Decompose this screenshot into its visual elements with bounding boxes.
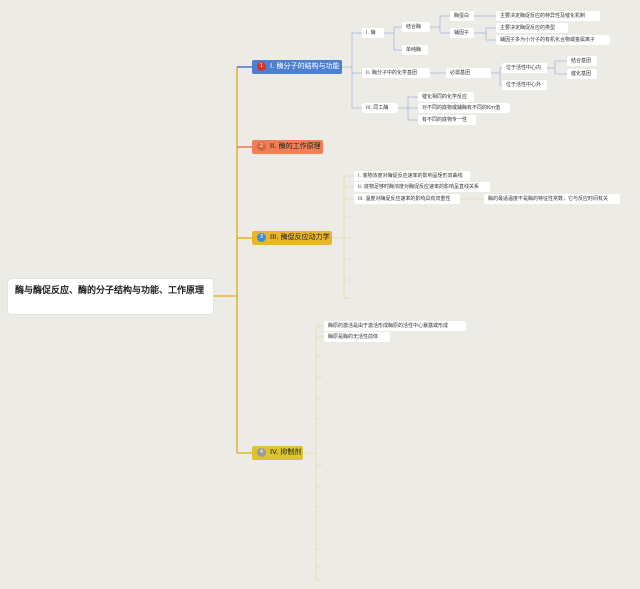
- topic-apoenzyme-note[interactable]: 主要决定酶促反应的特异性及催化机制: [496, 11, 600, 21]
- topic-apoenzyme[interactable]: 酶蛋白: [450, 11, 474, 21]
- topic-enzyme[interactable]: i. 酶: [362, 28, 384, 38]
- branch-label: I. 酶分子的结构与功能: [270, 62, 340, 70]
- topic-simple-enzyme[interactable]: 单纯酶: [402, 45, 428, 55]
- topic-kinetics-substrate[interactable]: i. 底物浓度对酶促反应速率的影响呈矩形双曲线: [354, 171, 470, 181]
- root-title: 酶与酶促反应、酶的分子结构与功能、工作原理: [15, 286, 205, 296]
- topic-outside-active-center[interactable]: 位于活性中心外: [502, 80, 547, 90]
- topic-essential-groups[interactable]: 必需基团: [446, 68, 491, 78]
- topic-cofactor-note-1[interactable]: 主要决定酶促反应的类型: [496, 23, 568, 33]
- topic-kinetics-temperature[interactable]: iii. 温度对酶促反应速率的影响具有双重性: [354, 194, 460, 204]
- topic-isozyme-point-3[interactable]: 有不同的底物专一性: [418, 115, 476, 125]
- branch-label: IV. 抑制剂: [270, 448, 302, 456]
- branch-label: III. 酶促反应动力学: [270, 233, 330, 241]
- topic-isozyme[interactable]: iii. 同工酶: [362, 103, 398, 113]
- topic-inside-active-center[interactable]: 位于活性中心内: [502, 63, 547, 73]
- topic-kinetics-enzyme-concentration[interactable]: ii. 底物足够时酶浓度对酶促反应速率的影响呈直线关系: [354, 182, 490, 192]
- branch-label: II. 酶的工作原理: [270, 142, 321, 150]
- topic-isozyme-point-2[interactable]: 对不同的底物或辅酶有不同的Km值: [418, 103, 510, 113]
- topic-zymogen-precursor[interactable]: 酶原是酶的无活性前体: [324, 332, 390, 342]
- topic-conjugated-enzyme[interactable]: 结合酶: [402, 22, 430, 32]
- branch-enzyme-structure[interactable]: 1 I. 酶分子的结构与功能: [252, 60, 342, 74]
- topic-kinetics-temperature-note[interactable]: 酶的最适温度不是酶的特征性常数，它与反应时间有关: [484, 194, 620, 204]
- topic-isozyme-point-1[interactable]: 催化相同的化学反应: [418, 92, 474, 102]
- topic-catalytic-group[interactable]: 催化基团: [567, 69, 597, 79]
- branch-inhibitors[interactable]: 4 IV. 抑制剂: [252, 446, 303, 460]
- branch-working-principle[interactable]: 2 II. 酶的工作原理: [252, 140, 323, 154]
- branch-number-badge: 4: [257, 448, 266, 457]
- branch-kinetics[interactable]: 3 III. 酶促反应动力学: [252, 231, 332, 245]
- topic-binding-group[interactable]: 结合基团: [567, 56, 597, 66]
- topic-cofactor-note-2[interactable]: 辅因子多为小分子的有机化合物或金属离子: [496, 35, 610, 45]
- topic-cofactor[interactable]: 辅因子: [450, 28, 474, 38]
- topic-chemical-groups[interactable]: ii. 酶分子中的化学基团: [362, 68, 430, 78]
- root-topic[interactable]: 酶与酶促反应、酶的分子结构与功能、工作原理: [8, 279, 213, 314]
- branch-number-badge: 2: [257, 142, 266, 151]
- branch-number-badge: 3: [257, 233, 266, 242]
- topic-zymogen-activation[interactable]: 酶原的激活是由于激活形成酶原的活性中心暴露或形成: [324, 321, 466, 331]
- branch-number-badge: 1: [257, 62, 266, 71]
